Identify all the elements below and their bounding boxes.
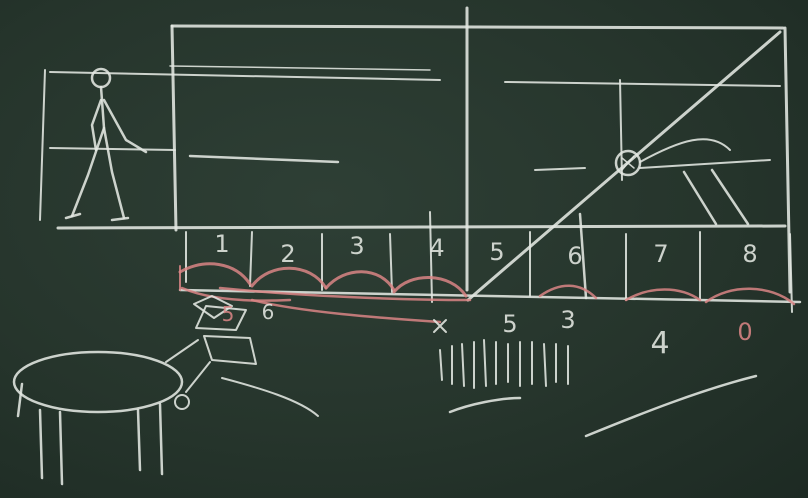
hatching (434, 320, 756, 436)
bottom-number-right-2: 3 (560, 308, 575, 332)
projector-sketch (14, 296, 318, 484)
scale-number-2: 2 (280, 242, 295, 266)
scale-number-8: 8 (742, 242, 757, 266)
scale-number-1: 1 (214, 232, 229, 256)
scale-number-7: 7 (653, 242, 668, 266)
diagonal-projection (468, 32, 780, 300)
bottom-number-right-4: 0 (737, 320, 752, 344)
bottom-number-left-2: 6 (262, 302, 275, 322)
screen-frame (40, 8, 790, 292)
scale-number-3: 3 (349, 234, 364, 258)
scale-number-5: 5 (489, 240, 504, 264)
bottom-number-right-3: 4 (650, 329, 669, 359)
scale-number-6: 6 (567, 244, 582, 268)
stick-figure (66, 69, 146, 220)
bottom-number-right-1: 5 (502, 312, 517, 336)
scale-number-4: 4 (429, 236, 444, 260)
bottom-number-left-1: 5 (222, 304, 235, 324)
